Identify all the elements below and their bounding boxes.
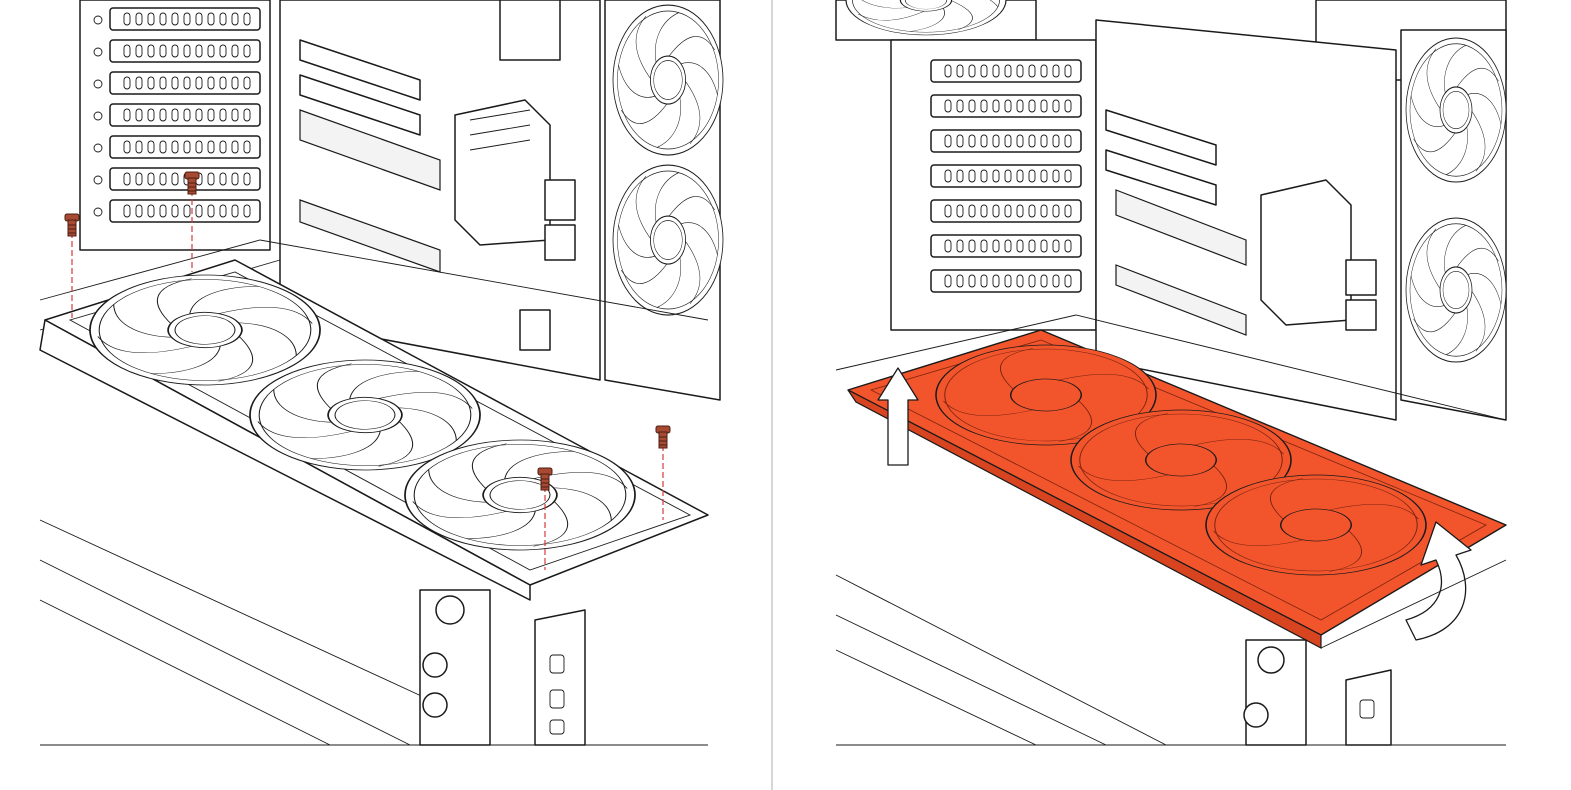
case-interior-illustration bbox=[835, 0, 1507, 746]
lift-arrow-icon bbox=[877, 367, 919, 466]
screw-icon bbox=[64, 213, 80, 237]
expansion-slots bbox=[890, 39, 1097, 331]
tilt-arrow-icon bbox=[1405, 521, 1472, 641]
panel-divider bbox=[771, 0, 773, 790]
radiator-fan-bracket bbox=[39, 259, 709, 601]
screw-icon bbox=[655, 425, 671, 449]
motherboard bbox=[1095, 19, 1397, 421]
fan-icon bbox=[1405, 37, 1507, 183]
step-lift-bracket-panel bbox=[776, 0, 1571, 790]
lower-chassis bbox=[835, 559, 1507, 746]
front-fans bbox=[1400, 29, 1507, 421]
fan-icon bbox=[612, 164, 724, 316]
step-remove-screws-panel bbox=[0, 0, 770, 790]
expansion-slots bbox=[79, 0, 271, 251]
radiator-fan-bracket-highlighted bbox=[847, 329, 1507, 649]
motherboard bbox=[279, 0, 601, 381]
fan-icon bbox=[612, 4, 724, 156]
screw-guides bbox=[71, 190, 664, 570]
case-interior-illustration bbox=[39, 0, 724, 746]
lower-chassis bbox=[39, 519, 708, 746]
fan-icon bbox=[1405, 217, 1507, 363]
front-fans bbox=[604, 0, 724, 401]
